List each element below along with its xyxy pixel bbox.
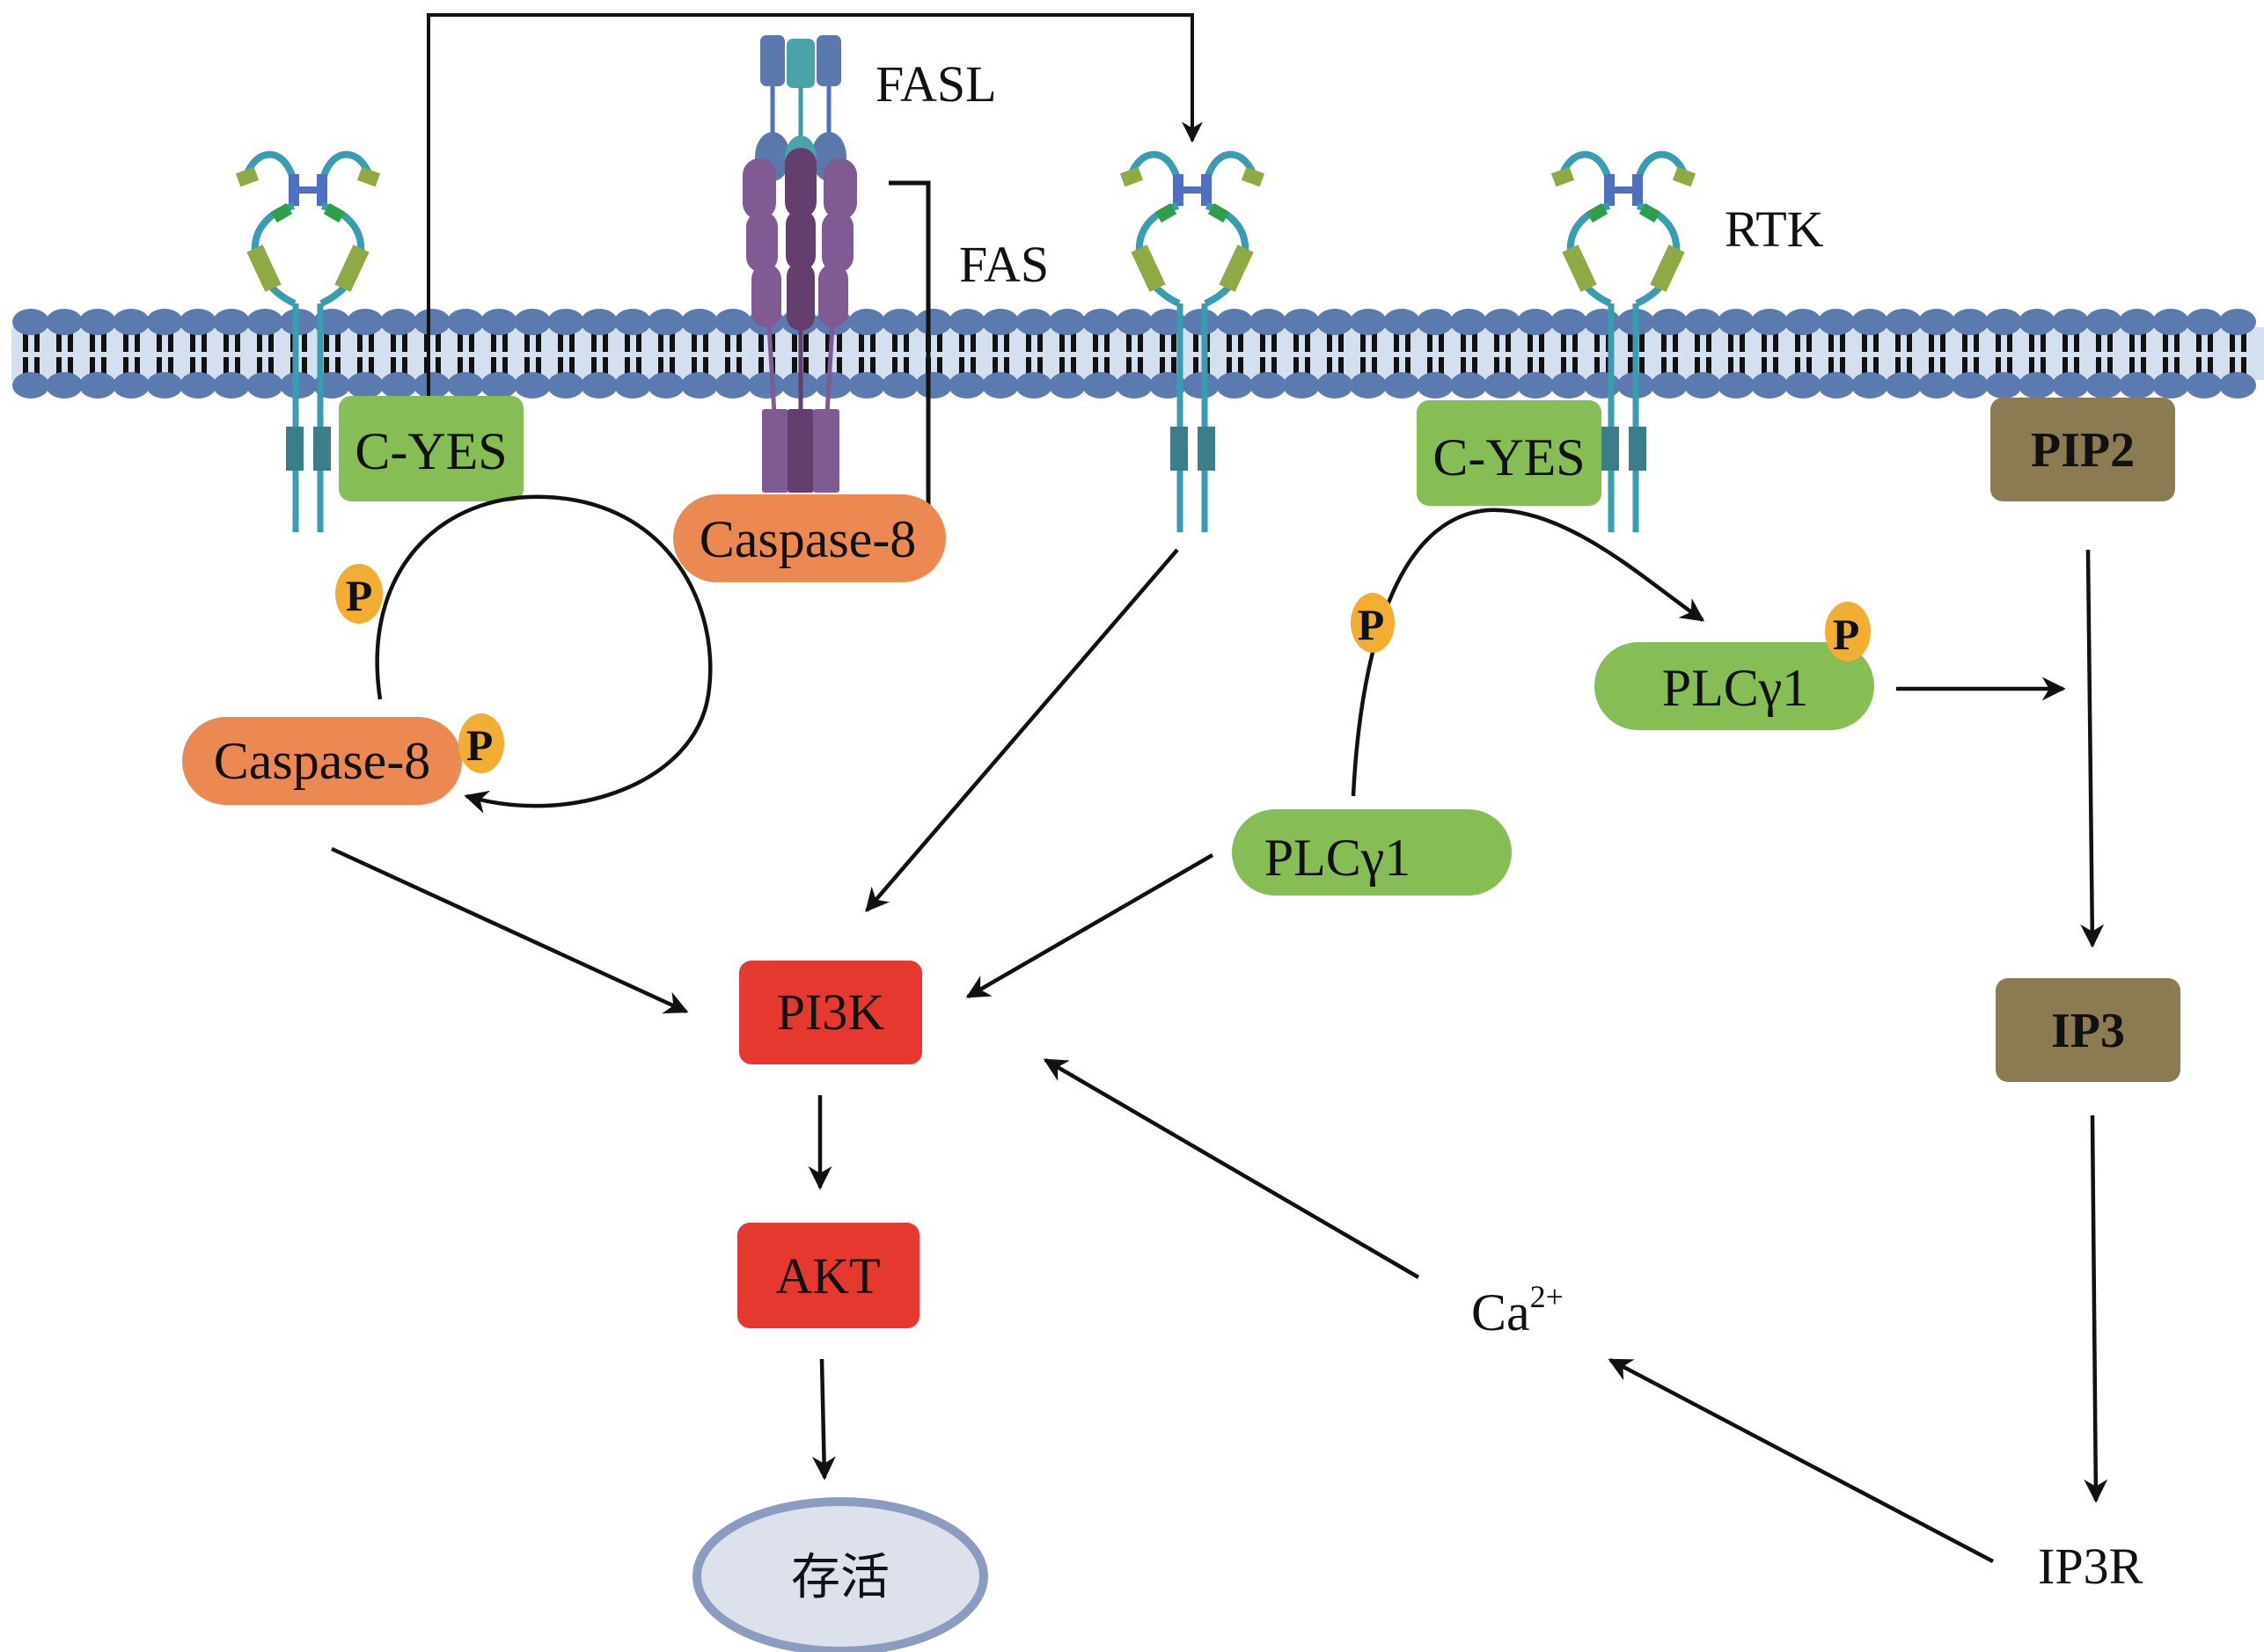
- node-plcg1[interactable]: PLCγ1: [1232, 809, 1512, 895]
- cell-membrane: [11, 309, 2264, 398]
- arrow-akt-to-survival: [811, 1358, 836, 1480]
- node-survival[interactable]: 存活: [692, 1497, 988, 1652]
- arrow-plcg1-to-pi3k: [965, 853, 1214, 998]
- c-yes-right-label: C-YES: [1432, 428, 1585, 486]
- rtk-receptor: [235, 150, 381, 532]
- fas-subunits: [743, 158, 857, 327]
- akt-label: AKT: [775, 1247, 880, 1305]
- node-plcg1-phosphorylated[interactable]: PLCγ1: [1594, 642, 1874, 730]
- fasl-subunit: [787, 39, 815, 88]
- survival-label: 存活: [791, 1551, 890, 1605]
- node-caspase8-top[interactable]: Caspase-8: [673, 494, 946, 582]
- node-akt[interactable]: AKT: [737, 1223, 920, 1328]
- fasl-fas-complex: [743, 35, 857, 493]
- pip2-label: PIP2: [2031, 423, 2135, 478]
- rtk-receptor: [1119, 150, 1265, 532]
- connector-cyes-to-rtk: [427, 13, 1203, 396]
- plcg1-phos-label: PLCγ1: [1662, 659, 1809, 717]
- rtk-receptors: [235, 150, 1696, 532]
- svg-text:P: P: [346, 571, 373, 620]
- ip3r-label: IP3R: [2038, 1538, 2143, 1595]
- fasl-subunit: [760, 35, 785, 86]
- caspase8-lower-label: Caspase-8: [214, 732, 431, 790]
- rtk-receptor: [1550, 150, 1696, 532]
- phospho-badge: P: [458, 713, 504, 773]
- c-yes-left-label: C-YES: [355, 422, 507, 480]
- membrane-heads-bottom: [12, 372, 2256, 398]
- svg-text:P: P: [1358, 600, 1385, 649]
- node-ip3[interactable]: IP3: [1996, 978, 2180, 1082]
- calcium-label: Ca2+: [1471, 1279, 1564, 1341]
- phospho-badge: P: [335, 564, 383, 624]
- svg-text:P: P: [1833, 610, 1860, 659]
- fasl-label: FASL: [876, 55, 997, 113]
- membrane-tails: [23, 333, 2246, 376]
- phospho-badge: P: [1351, 593, 1395, 653]
- pi3k-label: PI3K: [777, 983, 885, 1041]
- fas-label: FAS: [959, 236, 1049, 293]
- arrow-pip2-to-ip3: [2080, 549, 2105, 948]
- node-pi3k[interactable]: PI3K: [739, 961, 922, 1064]
- fas-center-subunit: [785, 148, 817, 331]
- node-pip2[interactable]: PIP2: [1990, 398, 2175, 501]
- plcg1-phosphorylation-arrow: [1351, 508, 1705, 797]
- caspase8-top-label: Caspase-8: [700, 510, 917, 568]
- caspase8-loop-arrow: [375, 494, 713, 814]
- membrane-heads-top: [12, 309, 2256, 335]
- ip3-label: IP3: [2051, 1004, 2125, 1058]
- arrow-ca-to-pi3k: [1043, 1058, 1420, 1279]
- node-caspase8-lower[interactable]: Caspase-8: [182, 717, 462, 805]
- arrow-ip3-to-ip3r: [2084, 1115, 2108, 1503]
- plcg1-label: PLCγ1: [1264, 829, 1411, 887]
- phospho-badge: P: [1825, 602, 1871, 662]
- arrow-caspase8-to-pi3k: [331, 846, 689, 1014]
- node-c-yes-left[interactable]: C-YES: [339, 396, 524, 501]
- arrow-ip3r-to-ca: [1608, 1358, 1995, 1563]
- node-c-yes-right[interactable]: C-YES: [1417, 400, 1601, 506]
- fasl-subunit: [817, 35, 841, 86]
- arrow-rtk-to-pi3k: [865, 548, 1179, 913]
- rtk-label: RTK: [1725, 201, 1824, 258]
- arrows: [331, 548, 2108, 1563]
- svg-text:P: P: [466, 720, 494, 770]
